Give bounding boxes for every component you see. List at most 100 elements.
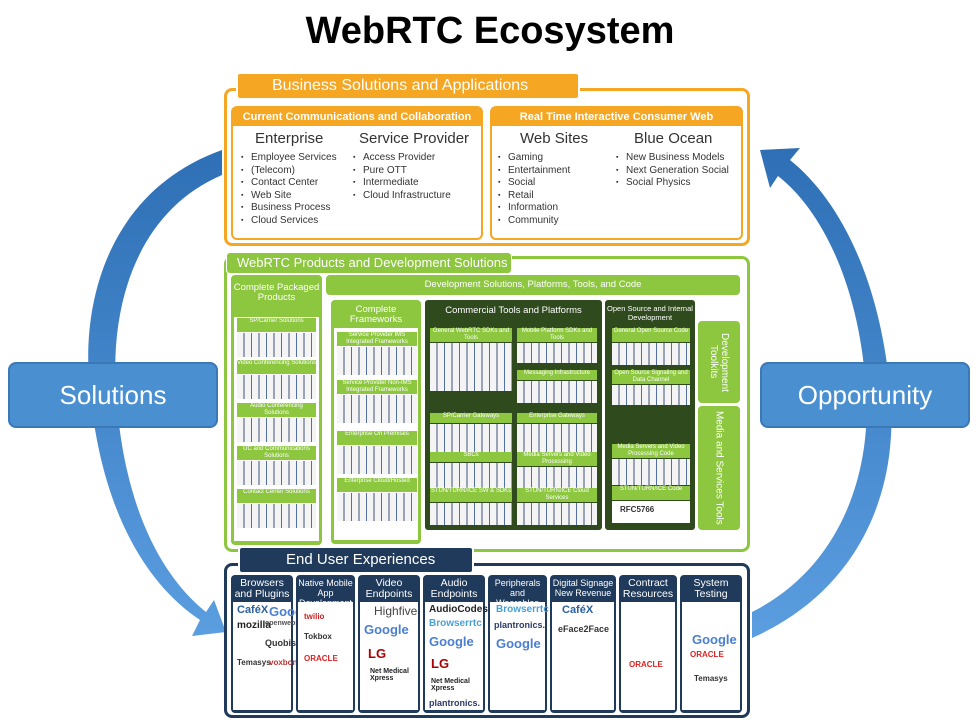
brand-logo: plantronics.	[429, 698, 481, 708]
brand-logo: Temasys	[694, 674, 728, 683]
framework-item-label: Service Provider IMS Integrated Framewor…	[337, 332, 417, 346]
page-title: WebRTC Ecosystem	[305, 10, 675, 52]
list-item: Business Process	[241, 202, 337, 215]
open-source-head: Open Source and Internal Development	[607, 304, 693, 322]
brand-logo: openwebrtc	[265, 620, 305, 627]
end-user-column-head: Digital Signage New Revenue	[552, 578, 614, 598]
brand-logo: Browserrtc	[429, 618, 482, 629]
logo-strip	[237, 461, 316, 485]
list-item: Gaming	[498, 152, 570, 165]
brand-logo: Quobis	[265, 638, 296, 648]
logo-strip	[517, 467, 597, 491]
open-source-item-label: Open Source Signaling and Data Channel	[612, 370, 690, 384]
dev-solutions-header: Development Solutions, Platforms, Tools,…	[424, 279, 642, 290]
enterprise-head: Enterprise	[255, 130, 324, 147]
brand-logo: Google	[692, 632, 737, 647]
brand-logo: CaféX	[237, 604, 269, 616]
packaged-item-label: Contact Center Solutions	[237, 489, 316, 503]
end-user-column-head: Browsers and Plugins	[234, 577, 290, 600]
commercial-item-label: Messaging Infrastructure	[517, 370, 597, 380]
logo-strip	[337, 395, 417, 423]
list-item: Web Site	[241, 190, 337, 203]
left-arrow-shape	[88, 150, 226, 636]
logo-strip	[237, 504, 316, 528]
consumer-web-box: Real Time Interactive Consumer Web Web S…	[490, 106, 743, 240]
list-item: Information	[498, 202, 570, 215]
brand-logo: twilio	[304, 612, 325, 621]
brand-logo: Tokbox	[304, 632, 332, 641]
list-item: Contact Center	[241, 177, 337, 190]
logo-strip	[612, 459, 690, 485]
logo-strip	[517, 424, 597, 454]
brand-logo: Browserrtc	[496, 604, 549, 615]
dev-toolkits-side: Development Toolkits	[698, 321, 740, 403]
commercial-head: Commercial Tools and Platforms	[445, 305, 582, 316]
opportunity-label: Opportunity	[760, 362, 970, 428]
brand-logo: ORACLE	[304, 654, 338, 663]
list-item: Pure OTT	[353, 165, 451, 178]
logo-strip	[430, 503, 512, 525]
brand-logo: plantronics.	[494, 620, 546, 630]
brand-logo: Net Medical Xpress	[370, 668, 409, 682]
logo-strip	[237, 333, 316, 357]
business-tab: Business Solutions and Applications	[236, 72, 580, 100]
logo-strip	[430, 343, 512, 391]
brand-logo: voxbone	[269, 658, 302, 667]
brand-logo: Temasys	[237, 658, 271, 667]
rfc-label: RFC5766	[620, 505, 655, 514]
commercial-item-label: STUN/TURN/ICE Cloud Services	[517, 488, 597, 502]
end-user-logo-area: ORACLE	[621, 602, 675, 710]
logo-strip	[430, 424, 512, 454]
brand-logo: LG	[431, 656, 450, 671]
framework-item-label: Enterprise Cloud/Hosted	[337, 478, 417, 492]
list-item: Social	[498, 177, 570, 190]
end-user-column-head: Video Endpoints	[365, 577, 413, 600]
commercial-item-label: Mobile Platform SDKs and Tools	[517, 328, 597, 342]
consumer-web-header: Real Time Interactive Consumer Web	[492, 108, 741, 126]
commercial-item-label: Enterprise Gateways	[517, 413, 597, 423]
brand-logo: Highfive	[374, 604, 418, 618]
framework-item-label: Enterprise On Premises	[337, 431, 417, 445]
commercial-item-label: General WebRTC SDKs and Tools	[430, 328, 512, 342]
end-user-column: Native Mobile App DevelopmenttwilioTokbo…	[296, 575, 355, 713]
brand-logo: eFace2Face	[558, 624, 610, 634]
logo-strip	[517, 343, 597, 363]
packaged-products-head: Complete Packaged Products	[233, 282, 320, 303]
packaged-item-label: Audio Conferencing Solutions	[237, 403, 316, 417]
list-item: (Telecom)	[241, 165, 337, 178]
brand-logo: ORACLE	[690, 650, 724, 659]
brand-logo: Google	[496, 636, 541, 651]
commercial-item-label: SP/Carrier Gateways	[430, 413, 512, 423]
commercial-item-label: SBCs	[430, 452, 512, 462]
end-user-tab: End User Experiences	[238, 546, 474, 574]
brand-logo: Net Medical Xpress	[431, 678, 470, 692]
list-item: Entertainment	[498, 165, 570, 178]
commercial-item-label: STUN/TURN/ICE SW & SDKs	[430, 488, 512, 502]
logo-strip	[337, 446, 417, 474]
dev-solutions-header-bar: Development Solutions, Platforms, Tools,…	[326, 275, 740, 295]
end-user-logo-area: Browserrtc plantronics. Google	[490, 602, 549, 710]
frameworks-head: Complete Frameworks	[349, 304, 403, 325]
end-user-column: Peripherals and WearablesBrowserrtcplant…	[488, 575, 549, 713]
framework-item-label: Service Provider Non-IMS Integrated Fram…	[337, 380, 417, 394]
list-item: Social Physics	[616, 177, 729, 190]
packaged-item-label: Video Conferencing Solutions	[237, 360, 316, 374]
products-tab: WebRTC Products and Development Solution…	[226, 252, 512, 274]
end-user-column-head: Audio Endpoints	[430, 577, 478, 600]
media-tools-label: Media and Services Tools	[713, 411, 725, 525]
logo-strip	[430, 463, 512, 491]
rfc-box	[612, 501, 690, 523]
service-provider-list: Access Provider Pure OTT Intermediate Cl…	[353, 152, 451, 202]
commercial-item-label: Media Servers and Video Processing	[517, 452, 597, 466]
